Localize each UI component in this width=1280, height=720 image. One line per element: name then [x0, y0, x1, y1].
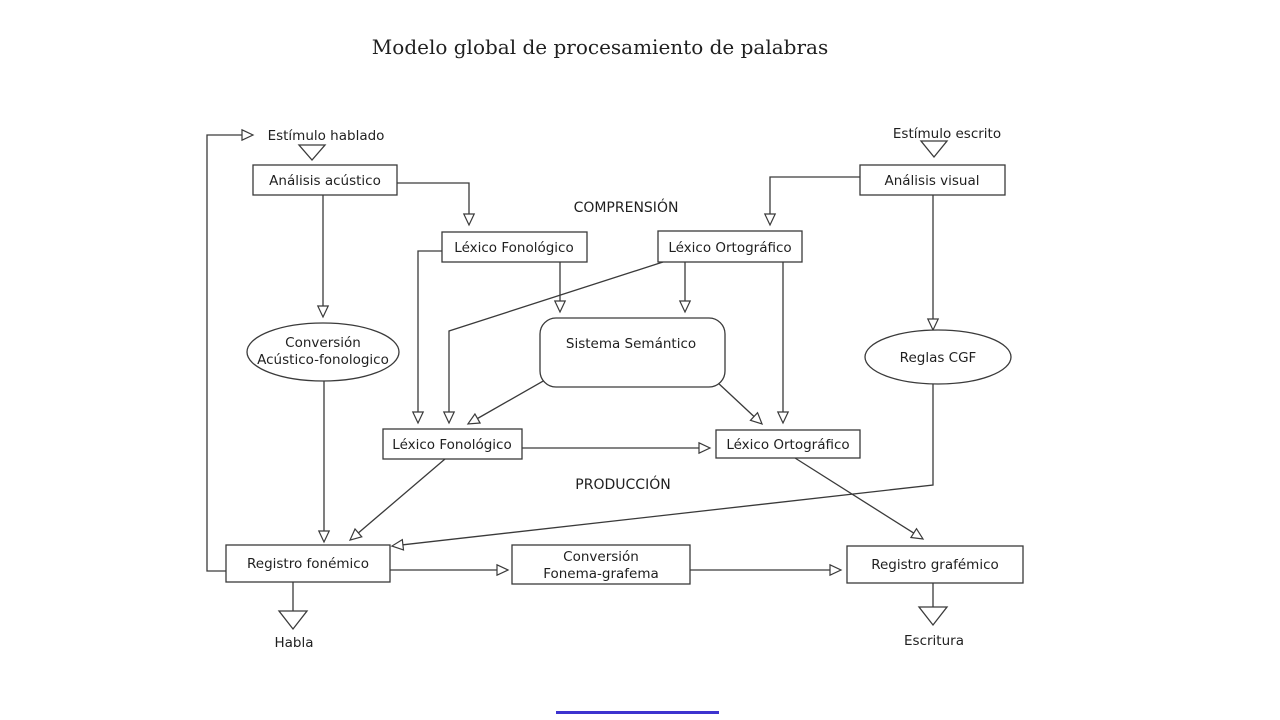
- sistema-semantico-label: Sistema Semántico: [566, 336, 696, 352]
- section-label-comprension: COMPRENSIÓN: [574, 198, 679, 216]
- estimulo-hablado-label: Estímulo hablado: [268, 128, 385, 144]
- analisis-visual-label: Análisis visual: [884, 173, 979, 189]
- page-title: Modelo global de procesamiento de palabr…: [372, 35, 828, 59]
- node-registro-grafemico: Registro grafémico: [846, 545, 1024, 584]
- registro-fonemico-label: Registro fonémico: [247, 556, 369, 572]
- node-analisis-acustico: Análisis acústico: [252, 164, 398, 196]
- conversion-acustico-line2: Acústico-fonologico: [257, 352, 389, 368]
- arrow-registro-fonemico-to-estimulo-hablado: [206, 128, 255, 572]
- output-arrow-escritura: [917, 606, 949, 627]
- estimulo-escrito-label: Estímulo escrito: [893, 126, 1001, 142]
- node-analisis-visual: Análisis visual: [859, 164, 1006, 196]
- arrow-lexico-ortografico-to-registro-grafemico: [794, 457, 925, 540]
- node-registro-fonemico: Registro fonémico: [225, 544, 391, 583]
- input-arrow-estimulo-escrito: [919, 140, 949, 159]
- lexico-fonologico-produccion-label: Léxico Fonológico: [392, 437, 511, 453]
- node-lexico-fonologico-produccion: Léxico Fonológico: [382, 428, 523, 460]
- slide-accent-bar: [556, 711, 719, 714]
- reglas-cgf-label: Reglas CGF: [900, 350, 977, 366]
- arrow-lexico-fonologico-to-registro-fonemico: [348, 458, 446, 541]
- registro-grafemico-label: Registro grafémico: [871, 557, 999, 573]
- output-escritura: Escritura: [904, 583, 964, 649]
- output-arrow-habla: [277, 610, 309, 631]
- arrow-lexico-fonologico-comprension-to-produccion: [411, 250, 442, 425]
- node-lexico-ortografico-comprension: Léxico Ortográfico: [657, 230, 803, 263]
- section-label-produccion: PRODUCCIÓN: [575, 475, 670, 493]
- arrow-sistema-semantico-to-lexico-fonologico: [466, 379, 546, 425]
- node-lexico-ortografico-produccion: Léxico Ortográfico: [715, 429, 861, 459]
- node-lexico-fonologico-comprension: Léxico Fonológico: [441, 231, 588, 263]
- arrow-reglas-cgf-to-registro-fonemico: [390, 384, 934, 551]
- escritura-label: Escritura: [904, 633, 964, 649]
- conversion-fonema-line2: Fonema-grafema: [543, 566, 659, 582]
- arrow-sistema-semantico-to-lexico-ortografico: [716, 381, 764, 425]
- node-reglas-cgf: Reglas CGF: [864, 329, 1012, 385]
- output-habla: Habla: [274, 582, 314, 651]
- lexico-fonologico-comprension-label: Léxico Fonológico: [454, 240, 573, 256]
- habla-label: Habla: [274, 635, 313, 651]
- analisis-acustico-label: Análisis acústico: [269, 173, 381, 189]
- conversion-fonema-line1: Conversión: [563, 549, 639, 565]
- arrow-analisis-visual-to-lexico-ortografico: [763, 176, 860, 227]
- lexico-ortografico-comprension-label: Léxico Ortográfico: [668, 240, 791, 256]
- input-estimulo-escrito: Estímulo escrito: [893, 126, 1001, 159]
- node-conversion-acustico-fonologico: Conversión Acústico-fonologico: [246, 322, 400, 382]
- conversion-acustico-line1: Conversión: [285, 335, 361, 351]
- lexico-ortografico-produccion-label: Léxico Ortográfico: [726, 437, 849, 453]
- node-conversion-fonema-grafema: Conversión Fonema-grafema: [511, 544, 691, 585]
- input-estimulo-hablado: Estímulo hablado: [268, 128, 385, 161]
- input-arrow-estimulo-hablado: [297, 144, 327, 161]
- node-sistema-semantico: Sistema Semántico: [539, 317, 726, 388]
- arrow-lexico-ortografico-to-lexico-fonologico-produccion: [442, 261, 664, 425]
- arrow-analisis-acustico-to-lexico-fonologico: [397, 182, 476, 227]
